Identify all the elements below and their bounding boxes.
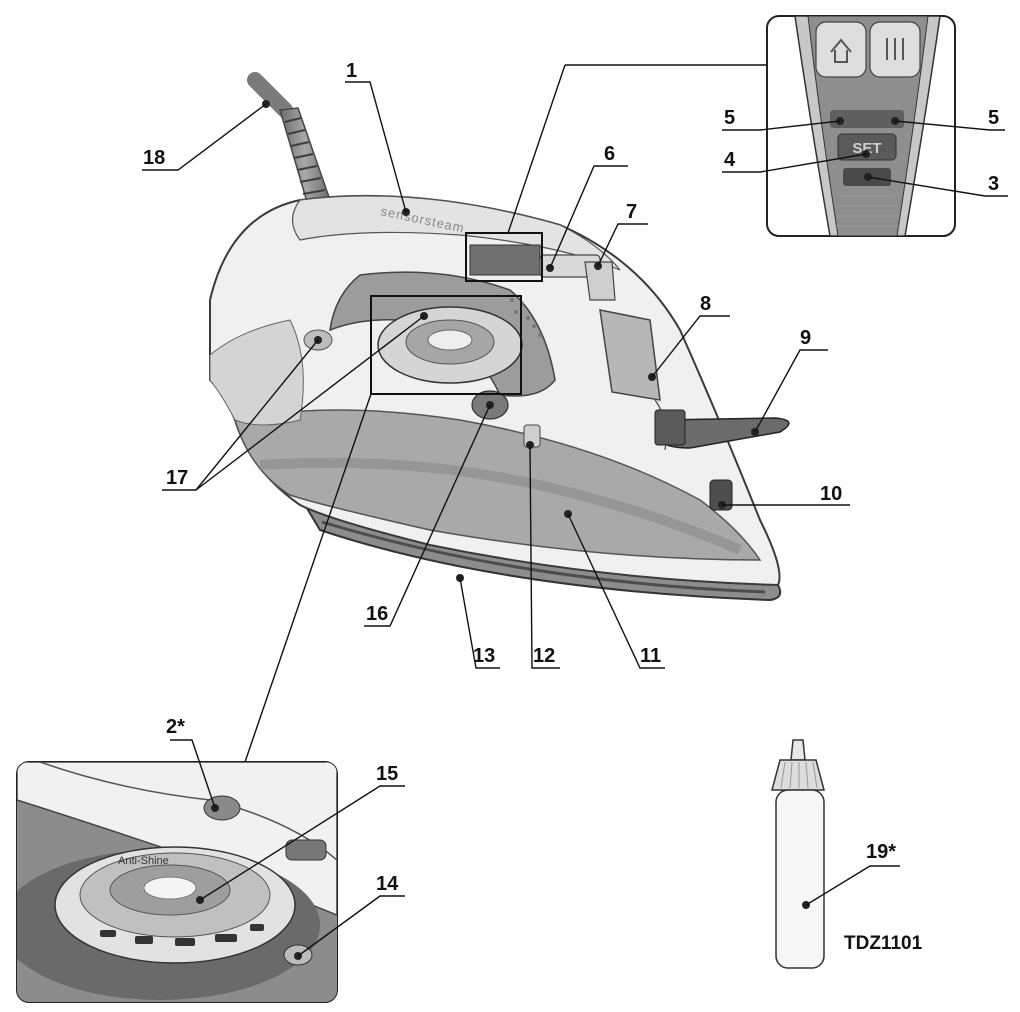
- callout-18: 18: [142, 103, 267, 171]
- svg-text:5: 5: [988, 107, 999, 129]
- svg-text:1: 1: [346, 60, 357, 82]
- callout-1: 1: [345, 60, 407, 213]
- svg-text:18: 18: [143, 147, 165, 169]
- svg-text:10: 10: [820, 483, 842, 505]
- power-cord: [247, 72, 293, 118]
- svg-text:16: 16: [366, 603, 388, 625]
- spray-icon: [886, 38, 904, 60]
- dial-highlight-box: [370, 295, 522, 395]
- callout-17: 17: [162, 315, 425, 491]
- callout-12: 12: [529, 444, 560, 669]
- steam-boost-icon: [830, 38, 852, 63]
- svg-text:11: 11: [640, 645, 661, 667]
- callout-10: 10: [722, 483, 850, 506]
- svg-text:6: 6: [604, 143, 615, 165]
- spray-nozzle: [709, 479, 733, 511]
- filling-inlet-lid[interactable]: [599, 309, 661, 401]
- dial-closeup: Anti-Shine: [16, 761, 338, 1003]
- water-tank: [234, 409, 762, 561]
- svg-text:15: 15: [376, 763, 398, 785]
- steam-boost-button[interactable]: [815, 21, 867, 78]
- release-button[interactable]: [203, 795, 241, 821]
- callout-11: 11: [567, 513, 665, 669]
- dial-lock: [285, 839, 327, 861]
- svg-text:8: 8: [700, 293, 711, 315]
- svg-text:19*: 19*: [866, 841, 896, 863]
- cartridge-model-label: TDZ1101: [844, 933, 923, 954]
- callout-5-left: 5: [722, 107, 841, 131]
- callout-9: 9: [754, 327, 828, 433]
- callout-16: 16: [364, 404, 491, 627]
- cord-ribs: [284, 117, 326, 195]
- callout-14: 14: [297, 873, 405, 957]
- connector-top: [507, 64, 566, 234]
- callout-4: 4: [722, 149, 867, 173]
- dial-setting-label: Anti-Shine: [118, 855, 169, 867]
- svg-text:3: 3: [988, 173, 999, 195]
- controls-closeup: SET: [766, 15, 956, 237]
- svg-text:5: 5: [724, 107, 735, 129]
- svg-text:2*: 2*: [166, 716, 185, 738]
- spray-button[interactable]: [584, 261, 616, 301]
- callout-8: 8: [651, 293, 730, 378]
- svg-text:7: 7: [626, 201, 637, 223]
- callout-19: 19*: [805, 841, 900, 906]
- control-area: [469, 244, 541, 276]
- steam-iron: sensorsteam: [209, 72, 790, 602]
- descaling-cartridge: [771, 739, 825, 969]
- connector-inset: [244, 393, 372, 763]
- callout-2: 2*: [166, 716, 216, 809]
- svg-text:9: 9: [800, 327, 811, 349]
- controls-highlight-box: [465, 232, 543, 282]
- callout-15: 15: [199, 763, 405, 901]
- svg-text:4: 4: [724, 149, 736, 171]
- set-button[interactable]: [837, 133, 897, 161]
- svg-text:17: 17: [166, 467, 188, 489]
- callout-13: 13: [459, 577, 500, 669]
- callout-3: 3: [867, 173, 1008, 197]
- callout-7: 7: [597, 201, 648, 267]
- callout-5-right: 5: [894, 107, 1005, 131]
- svg-text:13: 13: [473, 645, 495, 667]
- set-button-label: SET: [852, 140, 881, 157]
- svg-text:12: 12: [533, 645, 555, 667]
- cord-protector: [279, 107, 331, 214]
- svg-text:14: 14: [376, 873, 399, 895]
- callout-6: 6: [549, 143, 628, 269]
